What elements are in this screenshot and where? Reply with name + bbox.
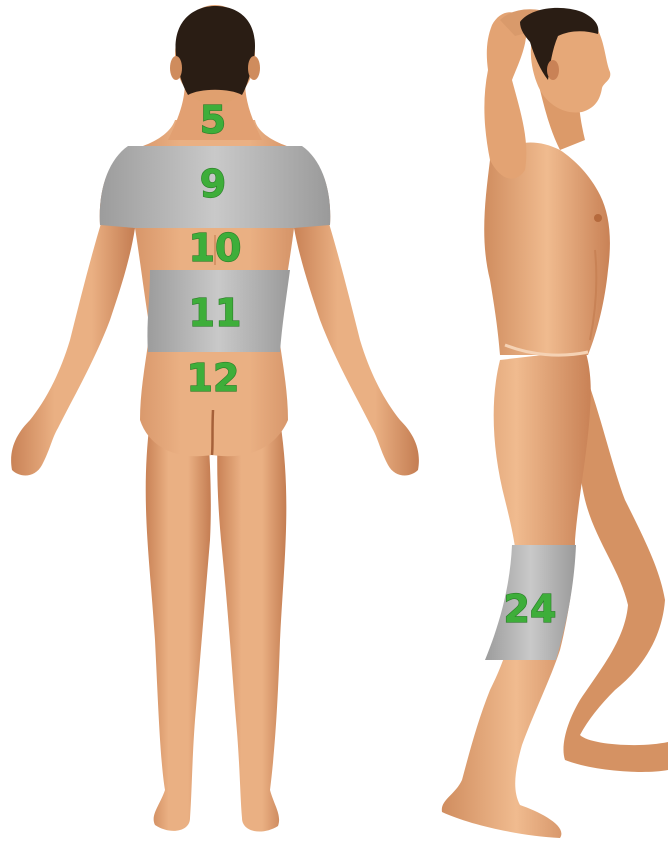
- back-right-leg: [217, 420, 286, 832]
- zone-label-10: 10: [189, 226, 242, 270]
- zone-label-12: 12: [187, 356, 240, 400]
- back-left-leg: [146, 420, 211, 831]
- zone-label-9: 9: [200, 162, 226, 206]
- side-ear: [547, 60, 559, 80]
- back-left-arm: [11, 220, 135, 475]
- back-right-ear: [248, 56, 260, 80]
- zone-label-11: 11: [189, 291, 242, 335]
- side-raised-arm: [484, 12, 526, 179]
- zone-label-5: 5: [200, 98, 226, 142]
- back-hair: [176, 6, 255, 95]
- side-nipple: [594, 214, 602, 222]
- back-left-ear: [170, 56, 182, 80]
- back-buttocks-line: [212, 410, 213, 455]
- zone-label-24: 24: [504, 587, 557, 631]
- side-view-figure: [442, 8, 668, 838]
- back-right-arm: [294, 220, 419, 475]
